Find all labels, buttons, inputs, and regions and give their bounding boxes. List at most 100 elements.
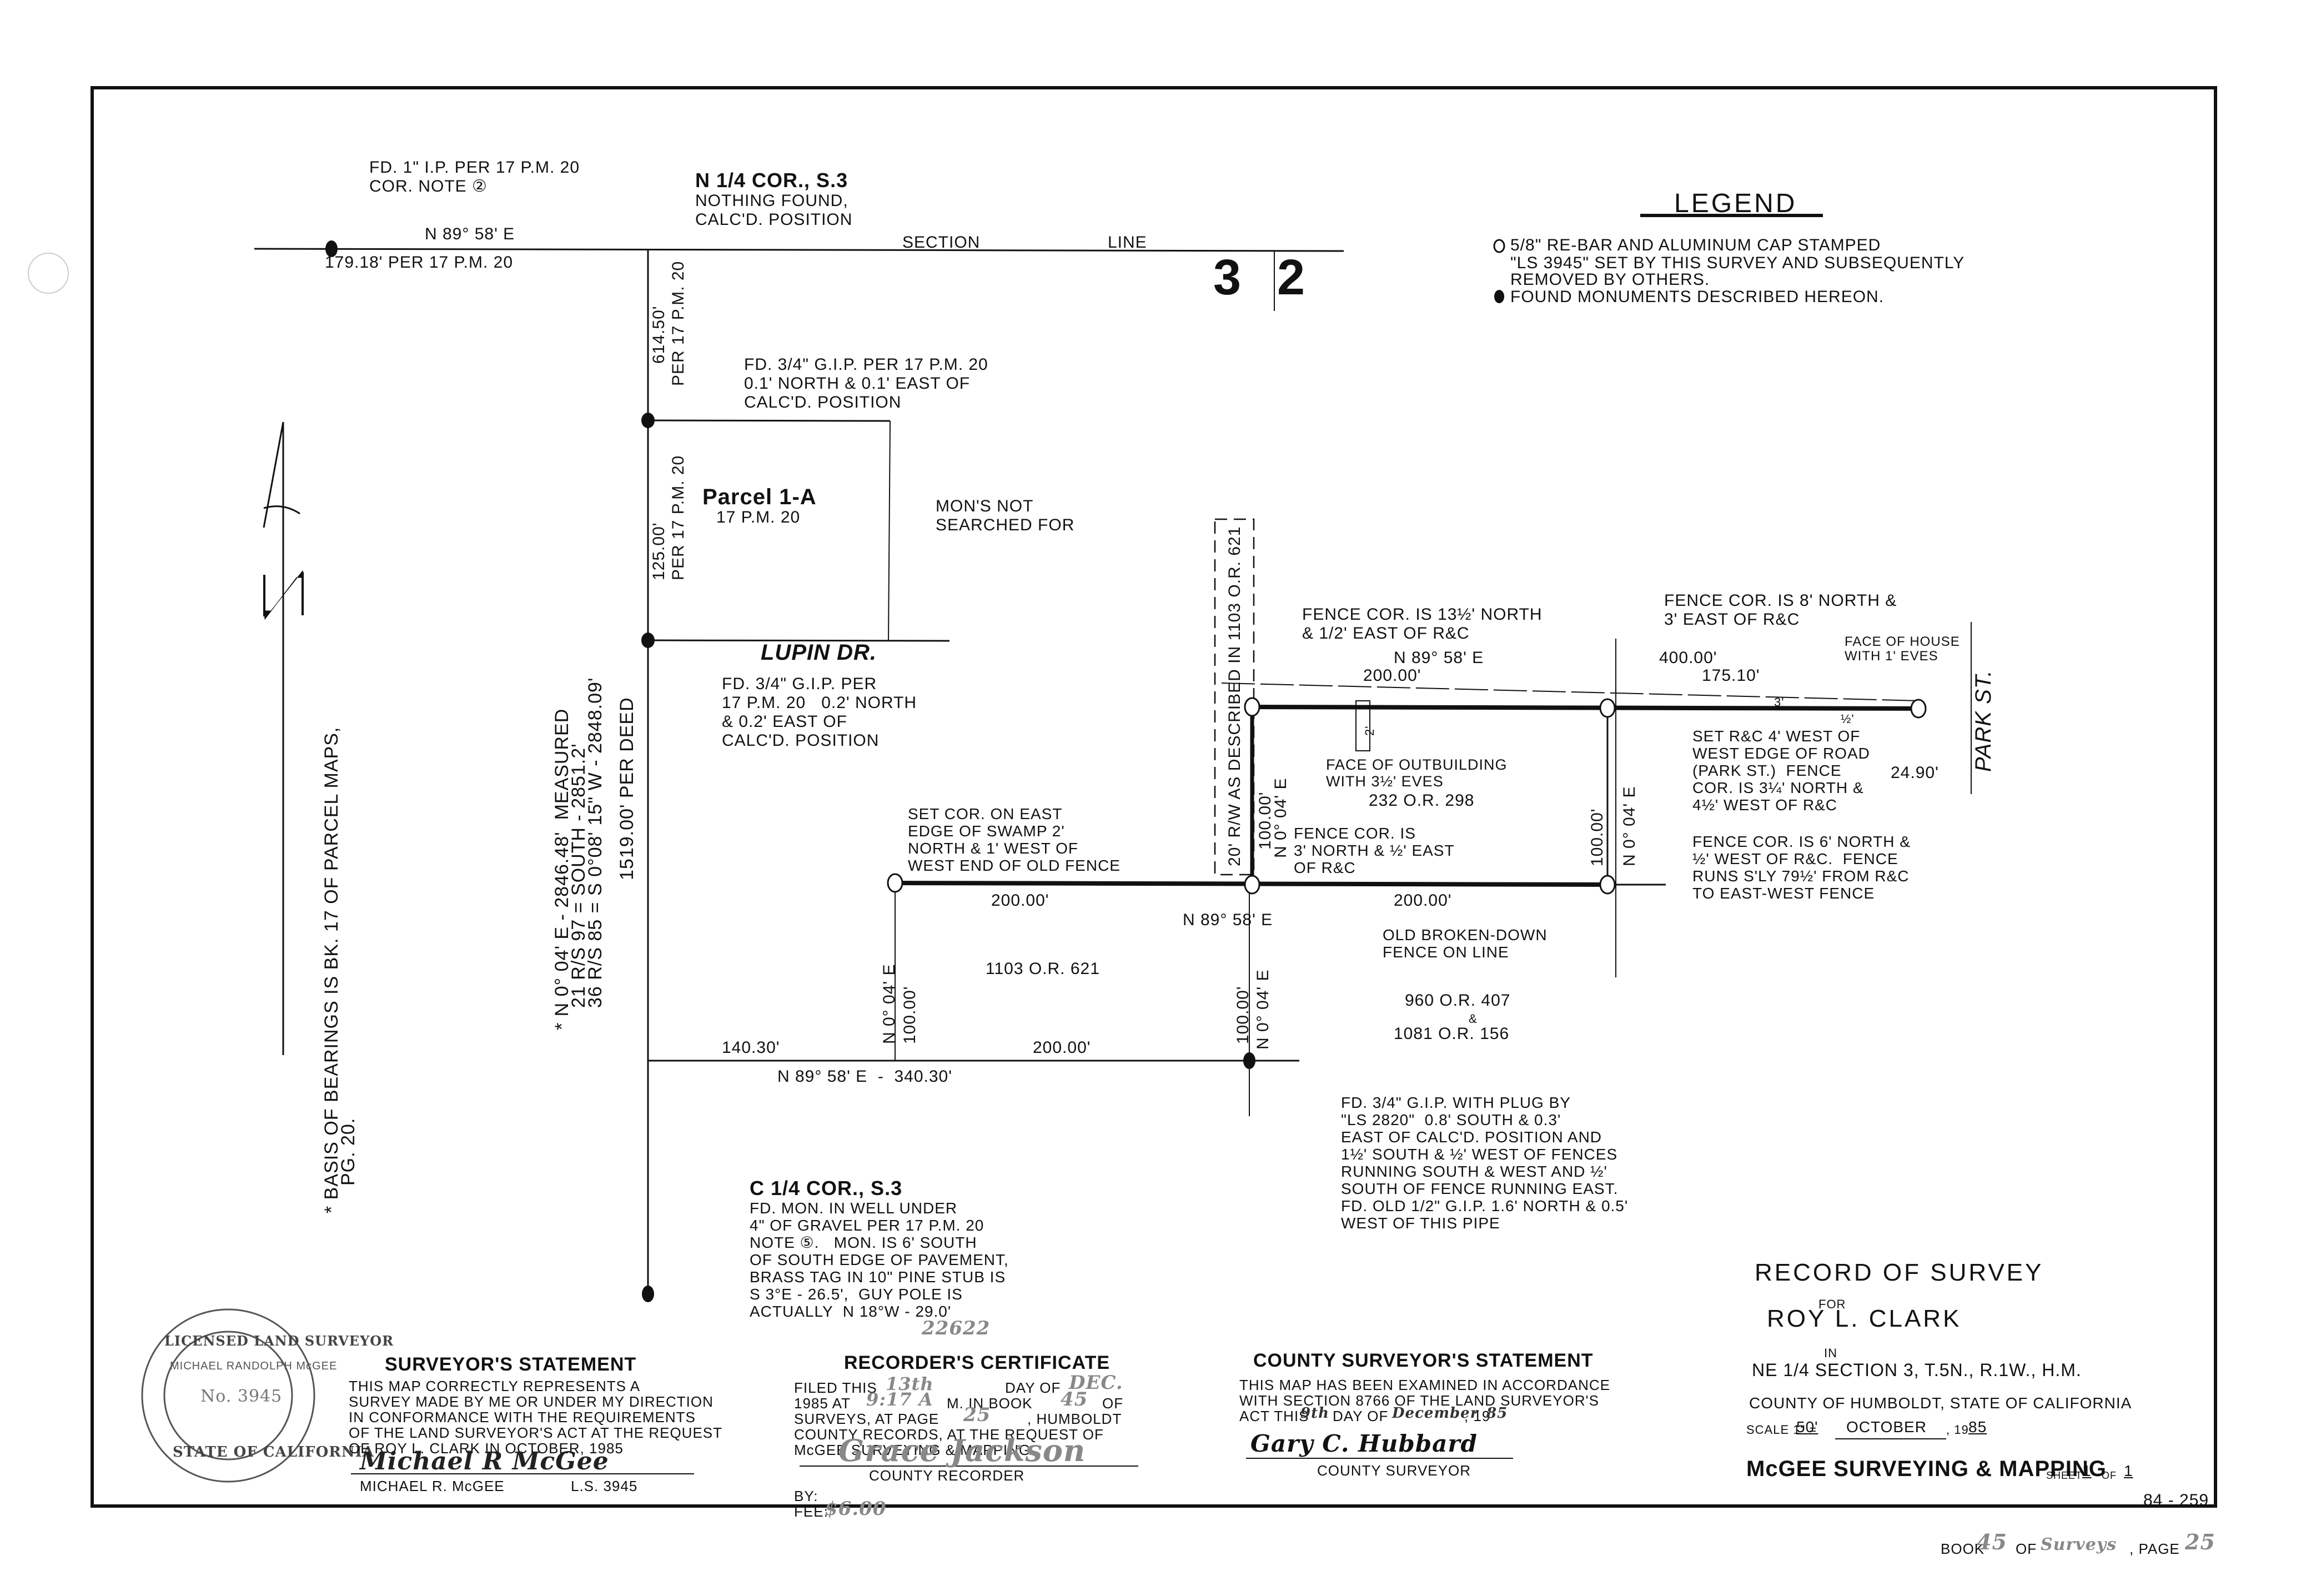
note-fence-cor-8: FENCE COR. IS 8' NORTH & 3' EAST OF R&C (1664, 591, 1897, 629)
sheet-total: 1 (2124, 1462, 2133, 1479)
dim-top-bearing: N 89° 58' E (1394, 649, 1484, 667)
record-title: RECORD OF SURVEY (1755, 1259, 2044, 1286)
dim-mid-200-west: 200.00' (991, 891, 1049, 910)
deed-1081: 1081 O.R. 156 (1394, 1025, 1510, 1043)
deed-amp: & (1469, 1012, 1478, 1026)
dim-vertical-bearing: N 0° 04' E (1272, 777, 1290, 858)
survey-location: NE 1/4 SECTION 3, T.5N., R.1W., H.M. (1752, 1360, 2082, 1380)
note-old-fence: OLD BROKEN-DOWN FENCE ON LINE (1383, 926, 1548, 961)
dim-bottom-140: 140.30' (722, 1038, 780, 1057)
dim-mid-200-east: 200.00' (1394, 891, 1452, 910)
note-fence-cor-13: FENCE COR. IS 13½' NORTH & 1/2' EAST OF … (1302, 605, 1543, 643)
dim-top-175: 175.10' (1702, 666, 1760, 685)
north-line-distance: 179.18' PER 17 P.M. 20 (325, 253, 514, 272)
note-fd-gip-1: FD. 3/4" G.I.P. PER 17 P.M. 20 0.1' NORT… (744, 355, 988, 411)
note-fd-1in-ip: FD. 1" I.P. PER 17 P.M. 20 COR. NOTE ② (369, 158, 580, 195)
survey-county: COUNTY OF HUMBOLDT, STATE OF CALIFORNIA (1749, 1394, 2132, 1412)
dim-three-ft: 3' (1774, 695, 1785, 709)
deed-232: 232 O.R. 298 (1369, 791, 1475, 810)
legend-item-set-monument: 5/8" RE-BAR AND ALUMINUM CAP STAMPED "LS… (1510, 236, 1965, 289)
dim-24-90: 24.90' (1891, 764, 1939, 782)
section-line-label: SECTION (902, 233, 981, 252)
seal-number: No. 3945 (200, 1387, 283, 1406)
survey-month: OCTOBER (1846, 1418, 1927, 1436)
county-surveyor-day: 9th (1300, 1405, 1330, 1422)
basis-of-bearings-pg: PG. 20. (338, 1117, 359, 1186)
dim-vertical-100: 100.00' (1588, 808, 1606, 867)
dim-vertical-bearing: N 0° 04' E (880, 963, 898, 1044)
survey-year: 85 (1968, 1418, 1987, 1436)
seal-outer-bottom: STATE OF CALIFORNIA (173, 1444, 374, 1461)
note-fd-gip-2: FD. 3/4" G.I.P. PER 17 P.M. 20 0.2' NORT… (722, 675, 917, 750)
dim-614-per: PER 17 P.M. 20 (669, 260, 687, 386)
seal-inner: MICHAEL RANDOLPH McGEE (170, 1360, 338, 1372)
binder-hole (28, 253, 69, 294)
county-surveyor-signature: Gary C. Hubbard (1250, 1430, 1478, 1457)
county-surveyor-month: December (1392, 1405, 1479, 1422)
parcel-name: Parcel 1-A (702, 485, 817, 509)
recorder-time: 9:17 A (866, 1389, 933, 1410)
recorder-fee-label: FEE: (794, 1503, 828, 1520)
parcel-ref: 17 P.M. 20 (716, 508, 801, 526)
recorder-by-label: BY: (794, 1488, 818, 1504)
sheet-border (91, 86, 2217, 1508)
recorder-doc-number: 22622 (922, 1317, 991, 1339)
legend-title: LEGEND (1674, 189, 1797, 218)
dim-half-ft: ½' (1841, 712, 1855, 726)
note-fence-cor-6: FENCE COR. IS 6' NORTH & ½' WEST OF R&C.… (1692, 833, 1911, 902)
section-number-2: 2 (1277, 250, 1306, 305)
surveyor-statement-title: SURVEYOR'S STATEMENT (385, 1354, 637, 1375)
note-fence-cor-3: FENCE COR. IS 3' NORTH & ½' EAST OF R&C (1294, 825, 1455, 876)
county-surveyor-role: COUNTY SURVEYOR (1317, 1462, 1471, 1479)
surveyor-license: L.S. 3945 (571, 1478, 638, 1494)
dim-vertical-100: 100.00' (901, 986, 919, 1045)
footer-page: 25 (2185, 1529, 2215, 1554)
street-lupin-dr: LUPIN DR. (761, 640, 877, 665)
note-c-quarter-corner: C 1/4 COR., S.3 FD. MON. IN WELL UNDER 4… (750, 1177, 1009, 1321)
note-n-quarter-corner: N 1/4 COR., S.3 NOTHING FOUND, CALC'D. P… (695, 169, 853, 229)
dim-bottom-200: 200.00' (1033, 1038, 1091, 1057)
dim-vertical-bearing: N 0° 04' E (1254, 969, 1272, 1050)
sheet-number: 1 (2082, 1462, 2092, 1479)
recorder-fee: $6.00 (825, 1498, 887, 1520)
note-set-rc: SET R&C 4' WEST OF WEST EDGE OF ROAD (PA… (1692, 727, 1870, 814)
footer-series: Surveys (2041, 1535, 2117, 1554)
north-line-bearing: N 89° 58' E (425, 225, 515, 243)
dim-top-200: 200.00' (1363, 666, 1421, 685)
section-line-label: LINE (1108, 233, 1147, 252)
rw-label: 20' R/W AS DESCRIBED IN 1103 O.R. 621 (1225, 526, 1244, 866)
dim-vertical-bearing: N 0° 04' E (1620, 786, 1639, 866)
dim-top-400: 400.00' (1659, 649, 1717, 667)
recorder-page: 25 (963, 1404, 991, 1426)
bearing-record-2: 36 R/S 85 = S 0°08' 15" W - 2848.09' (585, 677, 606, 1008)
recorder-filed-day: 13th (886, 1373, 934, 1394)
recorder-role: COUNTY RECORDER (869, 1467, 1025, 1484)
dim-125: 125.00' (650, 522, 668, 581)
recorder-signature: Grace Jackson (838, 1433, 1086, 1468)
seal-outer-top: LICENSED LAND SURVEYOR (164, 1333, 394, 1349)
section-number-3: 3 (1213, 250, 1242, 305)
note-set-cor-swamp: SET COR. ON EAST EDGE OF SWAMP 2' NORTH … (908, 805, 1121, 874)
firm-name: McGEE SURVEYING & MAPPING (1746, 1457, 2107, 1481)
recorder-book: 45 (1061, 1388, 1088, 1411)
deed-960: 960 O.R. 407 (1405, 991, 1511, 1010)
street-park-st: PARK ST. (1971, 670, 1996, 772)
note-face-of-house: FACE OF HOUSE WITH 1' EVES (1845, 634, 1960, 664)
dim-bottom-total: N 89° 58' E - 340.30' (777, 1067, 952, 1086)
county-surveyor-title: COUNTY SURVEYOR'S STATEMENT (1253, 1350, 1594, 1371)
scale-value: 50' (1796, 1418, 1818, 1436)
dim-1519: 1519.00' PER DEED (616, 697, 637, 880)
deed-1103: 1103 O.R. 621 (986, 960, 1100, 978)
surveyor-seal: LICENSED LAND SURVEYOR MICHAEL RANDOLPH … (142, 1309, 393, 1482)
footer-book: 45 (1977, 1529, 2007, 1554)
job-number: 84 - 259 (2143, 1491, 2209, 1509)
note-face-of-outbuilding: FACE OF OUTBUILDING WITH 3½' EVES (1326, 756, 1508, 790)
note-fd-gip-plug: FD. 3/4" G.I.P. WITH PLUG BY "LS 2820" 0… (1341, 1094, 1629, 1232)
legend-item-found-monument: FOUND MONUMENTS DESCRIBED HEREON. (1510, 288, 1885, 306)
county-surveyor-year: 85 (1486, 1405, 1508, 1422)
dim-125-per: PER 17 P.M. 20 (669, 455, 687, 580)
dim-vertical-100: 100.00' (1234, 986, 1252, 1045)
client-name: ROY L. CLARK (1767, 1305, 1962, 1332)
recorder-filed-month: DEC. (1069, 1372, 1123, 1394)
